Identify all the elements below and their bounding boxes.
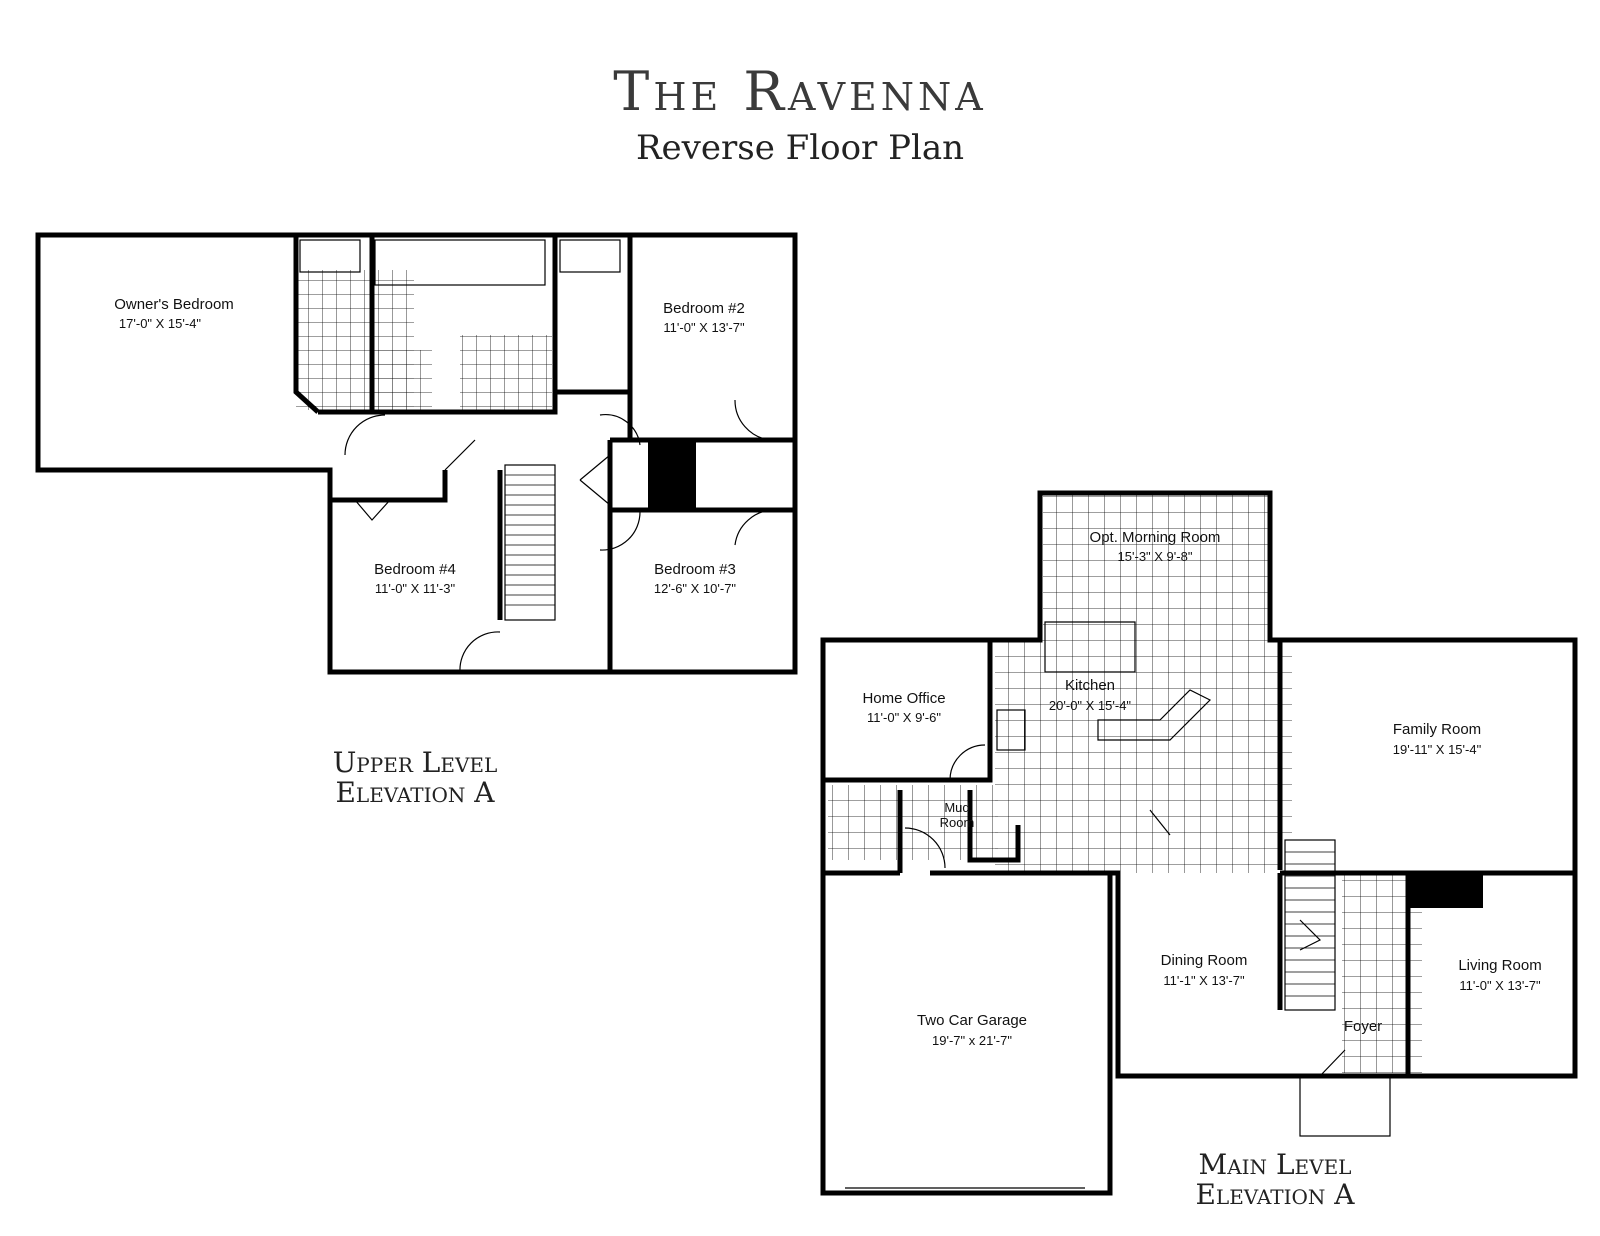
bedroom2-dims: 11'-0" X 13'-7" (663, 320, 745, 335)
door-swing (1149, 809, 1171, 836)
upper-level-label: Upper Level (332, 746, 498, 779)
door-swing (579, 454, 611, 506)
door-swing (904, 827, 946, 869)
bedroom3-label: Bedroom #3 (654, 561, 736, 578)
bedroom3-dims: 12'-6" X 10'-7" (654, 581, 737, 596)
owners-bedroom-dims: 17'-0" X 15'-4" (119, 316, 202, 331)
hall-bath-tile (460, 335, 552, 413)
main-level-caption: Main Level Elevation A (1160, 1150, 1390, 1210)
kitchen-tile-edge (1280, 638, 1292, 838)
door-swing (1319, 1049, 1346, 1077)
dining-room-dims: 11'-1" X 13'-7" (1163, 973, 1245, 988)
upper-stairs (504, 464, 556, 621)
home-office-dims: 11'-0" X 9'-6" (867, 710, 941, 725)
mud-room-label-2: Room (940, 815, 975, 830)
main-level-label: Main Level (1198, 1148, 1352, 1181)
main-windows (880, 492, 1570, 1077)
living-room-label: Living Room (1458, 957, 1541, 974)
morning-room-label: Opt. Morning Room (1090, 529, 1221, 546)
chase-block (648, 440, 696, 510)
front-porch (1299, 1075, 1391, 1137)
closet-doors (354, 499, 391, 521)
family-room-dims: 19'-11" X 15'-4" (1393, 742, 1482, 757)
kitchen-label: Kitchen (1065, 677, 1115, 694)
walk-in-closet (374, 239, 546, 286)
mud-room-wall (897, 790, 1021, 873)
bath2-wall (552, 235, 633, 395)
upper-windows (37, 234, 760, 673)
bath-bottom-wall (318, 392, 558, 415)
hall-tub (559, 239, 621, 273)
plan-title: The Ravenna (613, 60, 987, 123)
plan-subtitle: Reverse Floor Plan (635, 128, 965, 168)
door-swing (599, 414, 641, 446)
door-swing (949, 744, 986, 781)
family-room-label: Family Room (1393, 721, 1481, 738)
upper-level-plan: Owner's Bedroom 17'-0" X 15'-4" Bedroom … (35, 232, 798, 675)
fireplace-block (1408, 873, 1483, 908)
door-swing (734, 509, 776, 546)
main-level-elevation: Elevation A (1195, 1178, 1355, 1211)
garage-dims: 19'-7" x 21'-7" (932, 1033, 1012, 1048)
upper-outer-wall (35, 232, 798, 675)
door-swing (459, 631, 501, 673)
home-office-wall (823, 640, 993, 783)
owners-bedroom-wall (293, 235, 320, 414)
door-swing (734, 399, 771, 441)
morning-room-tile (1043, 493, 1268, 638)
bedroom4-top-wall (330, 470, 448, 503)
garage-label: Two Car Garage (917, 1012, 1027, 1029)
main-outer-wall (820, 490, 1578, 1196)
door-swing (344, 414, 386, 456)
upper-level-caption: Upper Level Elevation A (300, 748, 530, 808)
owners-tub (299, 239, 361, 273)
kitchen-counter (1044, 621, 1136, 673)
kitchen-dims: 20'-0" X 15'-4" (1049, 698, 1132, 713)
kitchen-island (1097, 689, 1212, 741)
range (996, 709, 1026, 751)
mud-room-label: Mud (944, 800, 969, 815)
wc-tile (372, 350, 432, 410)
owners-bedroom-label: Owner's Bedroom (114, 296, 234, 313)
door-swing (599, 511, 641, 551)
bedroom2-label: Bedroom #2 (663, 300, 745, 317)
bedroom4-label: Bedroom #4 (374, 561, 456, 578)
main-level-plan: Opt. Morning Room 15'-3" X 9'-8" Kitchen… (820, 490, 1578, 1196)
upper-level-elevation: Elevation A (335, 776, 495, 809)
door-swing (444, 439, 476, 471)
living-room-dims: 11'-0" X 13'-7" (1459, 978, 1541, 993)
main-stairs (1284, 839, 1336, 1011)
morning-room-dims: 15'-3" X 9'-8" (1118, 549, 1193, 564)
bedroom4-dims: 11'-0" X 11'-3" (375, 581, 456, 596)
home-office-label: Home Office (862, 690, 945, 707)
dining-room-label: Dining Room (1161, 952, 1248, 969)
kitchen-tile (995, 638, 1280, 873)
foyer-label: Foyer (1344, 1018, 1382, 1035)
